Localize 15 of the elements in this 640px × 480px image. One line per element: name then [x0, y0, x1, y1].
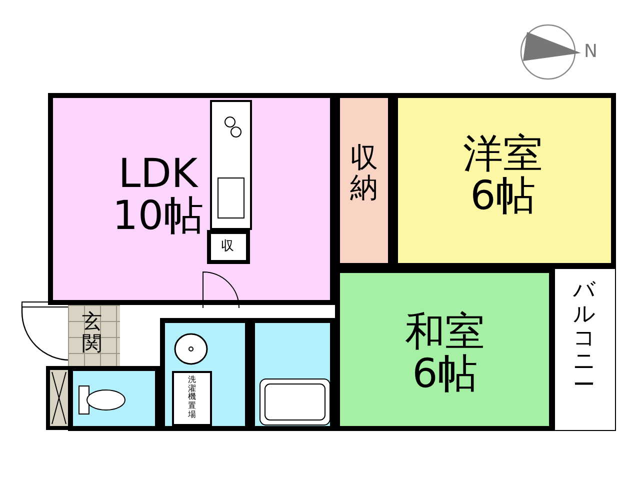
living-room: [48, 93, 335, 305]
room-label: バルコニー: [573, 279, 595, 398]
balcony: [554, 268, 616, 431]
room-label: 収: [220, 240, 235, 254]
entrance: [68, 305, 120, 366]
room-label: 収納: [350, 143, 378, 204]
room-label: 洗濯機置場: [188, 376, 196, 420]
north-label: N: [584, 43, 598, 62]
room-label: 和室 6帖: [404, 311, 486, 395]
toilet-room: [68, 366, 160, 431]
room-label: 洋室 6帖: [462, 133, 544, 217]
room-label: 玄関: [82, 311, 102, 354]
washer-pan: [172, 371, 212, 426]
room-label: LDK 10帖: [112, 153, 204, 237]
closet: [207, 230, 250, 264]
